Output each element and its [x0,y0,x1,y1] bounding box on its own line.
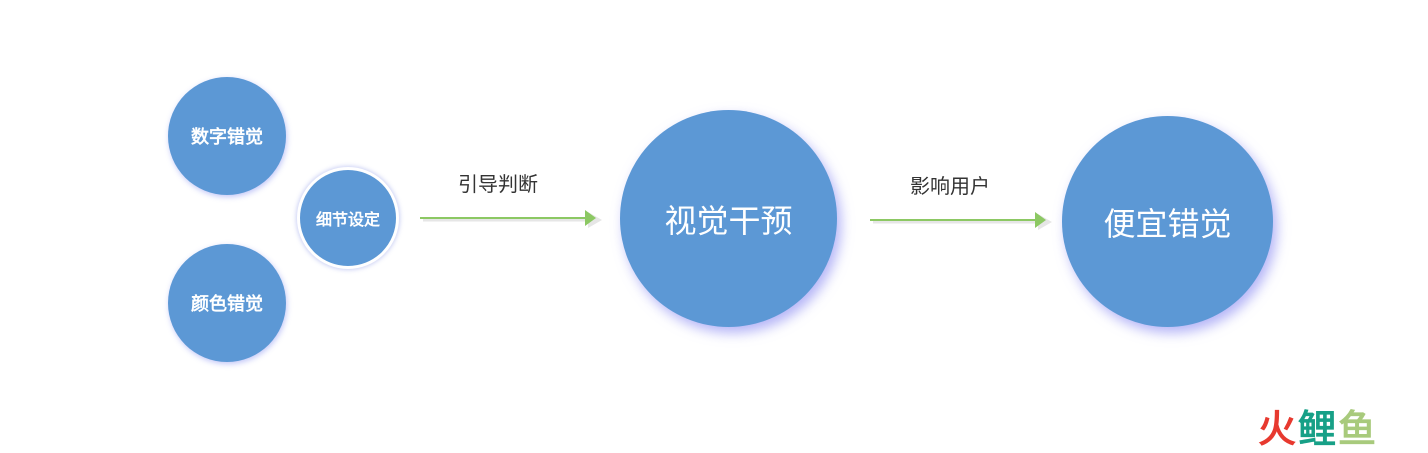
node-cheap-illusion: 便宜错觉 [1062,116,1273,327]
node-visual-intervention-label: 视觉干预 [664,201,793,240]
node-digital-illusion-label: 数字错觉 [191,127,263,148]
node-digital-illusion: 数字错觉 [168,77,286,195]
watermark-logo: 火鲤鱼 [1258,398,1378,453]
node-visual-intervention: 视觉干预 [620,110,837,327]
node-detail-setting-label: 细节设定 [315,210,380,229]
watermark-part-1: 火 [1258,407,1299,451]
node-detail-setting: 细节设定 [297,167,399,269]
edge-label-influence-user: 影响用户 [910,174,990,198]
watermark-part-2: 鲤 [1298,407,1339,451]
arrow-right-icon [870,212,1052,230]
node-color-illusion-label: 颜色错觉 [191,294,263,315]
arrow-right-icon [420,210,602,228]
node-color-illusion: 颜色错觉 [168,244,286,362]
edge-label-guide-judgment: 引导判断 [458,172,538,196]
node-cheap-illusion-label: 便宜错觉 [1103,204,1232,243]
watermark-part-3: 鱼 [1338,407,1379,451]
